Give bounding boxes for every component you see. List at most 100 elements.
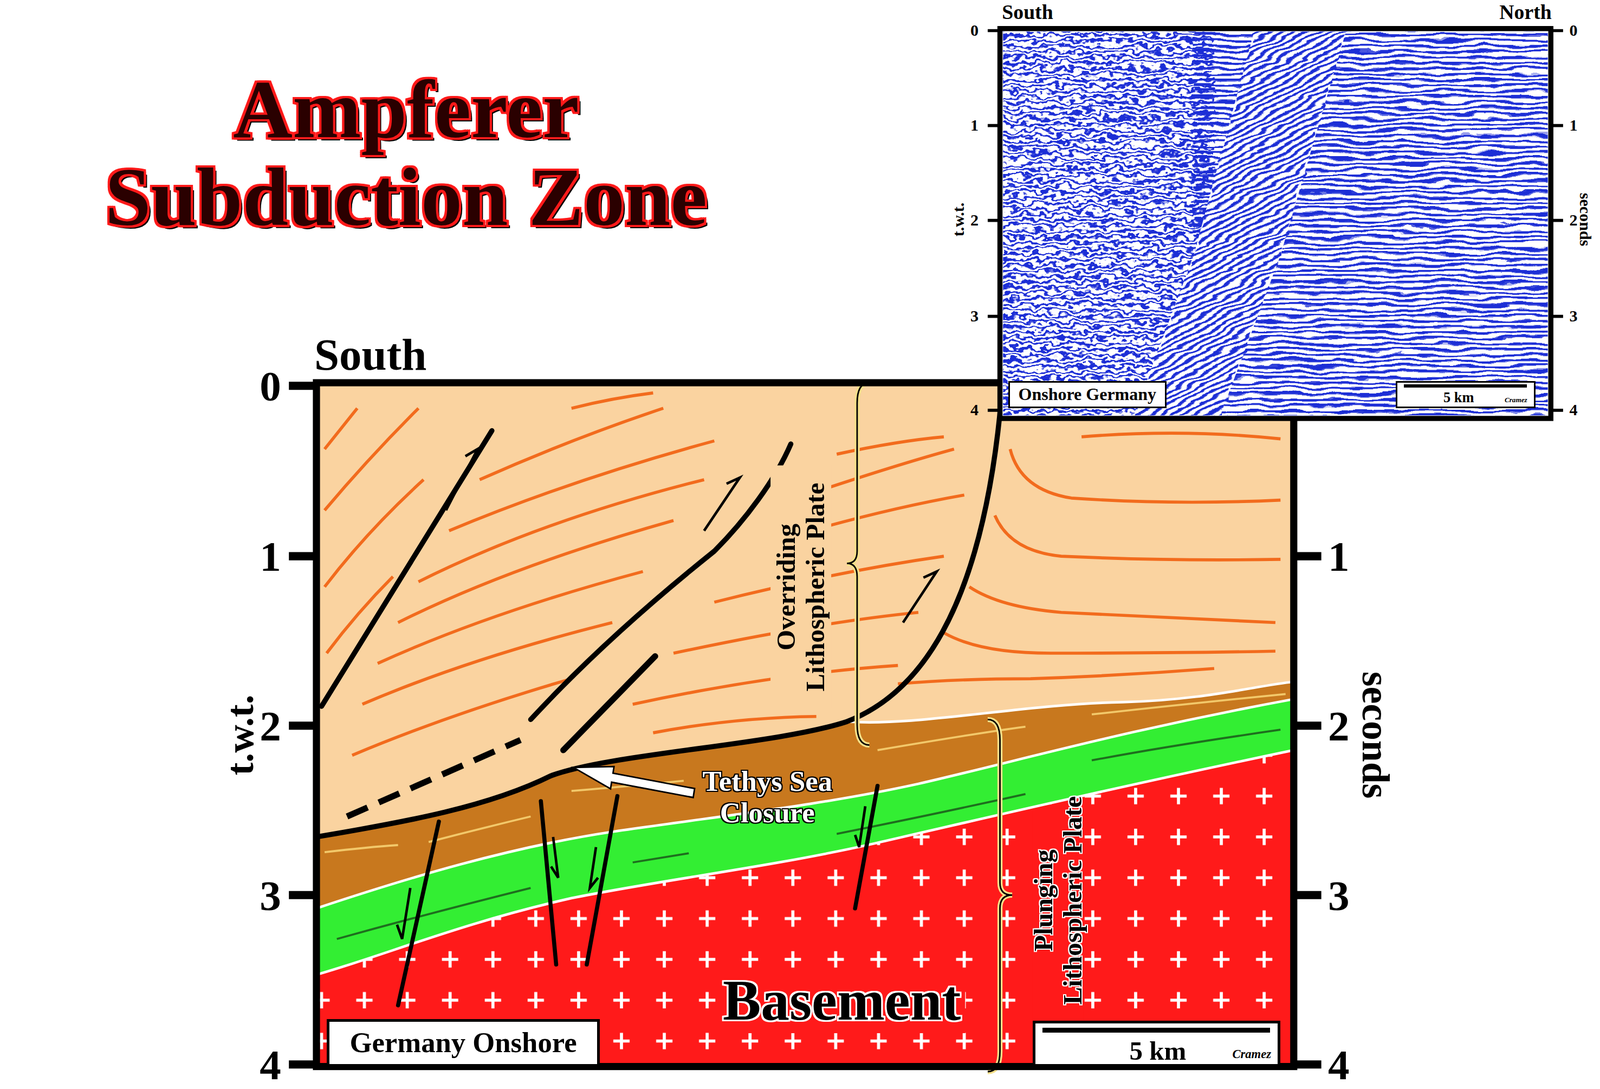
- reflector-lines: [836, 436, 944, 455]
- axis-number: 2: [259, 702, 282, 750]
- axis-number: 1: [1569, 116, 1578, 135]
- braces: [846, 382, 870, 745]
- reflector-lines: [571, 392, 654, 408]
- axis-number: 4: [259, 1040, 282, 1088]
- scale-bar: [1042, 1027, 1271, 1033]
- faults: [854, 785, 878, 909]
- slip-arrows: [903, 571, 937, 623]
- axis-number: 2: [970, 211, 979, 230]
- scale-label: 5 km: [1443, 389, 1474, 406]
- author-credit: Cramez: [1504, 395, 1528, 404]
- reflector-lines: [1009, 448, 1281, 502]
- closure-arrow: [573, 766, 695, 798]
- seismic-dipping: [1132, 31, 1347, 416]
- green-lines: [337, 729, 1281, 939]
- reflector-lines: [994, 515, 1281, 560]
- axis-number: 2: [1328, 702, 1350, 750]
- reflector-lines: [897, 668, 1215, 684]
- axis-number: 1: [970, 116, 979, 135]
- basement-layer: [316, 749, 1294, 1067]
- layer-boundaries: [316, 681, 1294, 975]
- axis-title: seconds: [1575, 192, 1594, 247]
- reflector-lines: [352, 678, 572, 755]
- sediment-layer: [316, 681, 1294, 1067]
- axis-number: 4: [1328, 1040, 1350, 1088]
- green-layer: [316, 698, 1294, 1067]
- axis-number: 3: [970, 307, 979, 326]
- scale-box: 5 km Cramez: [1395, 380, 1536, 409]
- reflector-lines: [969, 586, 1276, 623]
- inset-ticks: [1550, 30, 1564, 410]
- sediment-lines: [877, 726, 1026, 750]
- plate-label: Plunging Lithospheric Plate: [1028, 782, 1088, 1018]
- box-label: Onshore Germany: [1018, 384, 1157, 404]
- axis-ticks: [1293, 555, 1322, 1065]
- scale-bar: [1403, 384, 1528, 388]
- axis-title: seconds: [1354, 671, 1397, 799]
- faults: [563, 656, 656, 750]
- box-label: Germany Onshore: [350, 1026, 578, 1059]
- overriding-plate: [316, 382, 1294, 1067]
- faults: [316, 413, 1001, 1006]
- braces: [987, 718, 1013, 1072]
- green-lines: [337, 887, 531, 939]
- reflector-lines: [324, 407, 358, 449]
- slip-arrows: [445, 448, 478, 510]
- axis-number: 3: [259, 871, 282, 919]
- faults: [316, 413, 1001, 837]
- slip-arrows: [551, 836, 559, 878]
- scale-box: 5 km Cramez: [1032, 1020, 1281, 1067]
- reflector-lines: [324, 479, 424, 587]
- reflector-lines: [362, 622, 613, 705]
- reflector-lines: [324, 407, 419, 510]
- axis-number: 0: [1569, 21, 1578, 40]
- layer-boundaries: [846, 681, 1294, 723]
- axis-number: 3: [1328, 871, 1350, 919]
- reflector-lines: [418, 479, 704, 582]
- axis-ticks: [288, 385, 1321, 1065]
- seismic-ground: [1132, 31, 1347, 416]
- direction-label: North: [1499, 1, 1552, 24]
- axis-number: 3: [1569, 307, 1578, 326]
- faults: [586, 795, 618, 965]
- axis-number: 4: [1569, 401, 1578, 420]
- direction-label: South: [1001, 1, 1053, 24]
- axis-number: 0: [259, 361, 282, 410]
- layer-boundaries: [316, 749, 1294, 975]
- axis-title: t.w.t.: [218, 694, 262, 775]
- faults: [398, 821, 439, 1006]
- basement-crosses: [316, 749, 1294, 1067]
- axis-number: 4: [970, 401, 979, 420]
- reflector-lines: [479, 407, 664, 480]
- author-credit: Cramez: [1232, 1046, 1272, 1061]
- seismic-data: [1002, 31, 1548, 416]
- plate-label: Overriding Lithospheric Plate: [771, 464, 832, 709]
- label-box: Onshore Germany: [1008, 380, 1167, 409]
- sediment-lines: [324, 693, 1286, 852]
- braces: [987, 718, 1013, 1072]
- faults: [321, 430, 492, 706]
- axis-number: 1: [1328, 532, 1350, 580]
- inset-ticks: [987, 30, 1564, 410]
- reflector-lines: [398, 520, 674, 623]
- faults: [347, 739, 521, 816]
- direction-label: South: [314, 330, 427, 380]
- slip-arrows: [854, 805, 866, 847]
- label-box: Germany Onshore: [326, 1018, 601, 1067]
- slip-arrows: [397, 887, 411, 939]
- geologic-section: [316, 382, 1294, 1067]
- reflector-lines: [652, 716, 816, 733]
- slip-arrows: [590, 846, 599, 888]
- sediment-lines: [324, 844, 399, 852]
- axis-number: 0: [970, 21, 979, 40]
- axis-number: 1: [259, 532, 282, 580]
- green-lines: [632, 852, 690, 863]
- sediment-lines: [428, 815, 531, 842]
- title: Ampferer Subduction Zone: [27, 65, 786, 242]
- scale-label: 5 km: [1129, 1035, 1187, 1066]
- panel-frame: [316, 382, 1294, 1067]
- inset-frame: [1000, 28, 1552, 419]
- reflector-lines: [943, 632, 1276, 653]
- faults: [530, 443, 791, 719]
